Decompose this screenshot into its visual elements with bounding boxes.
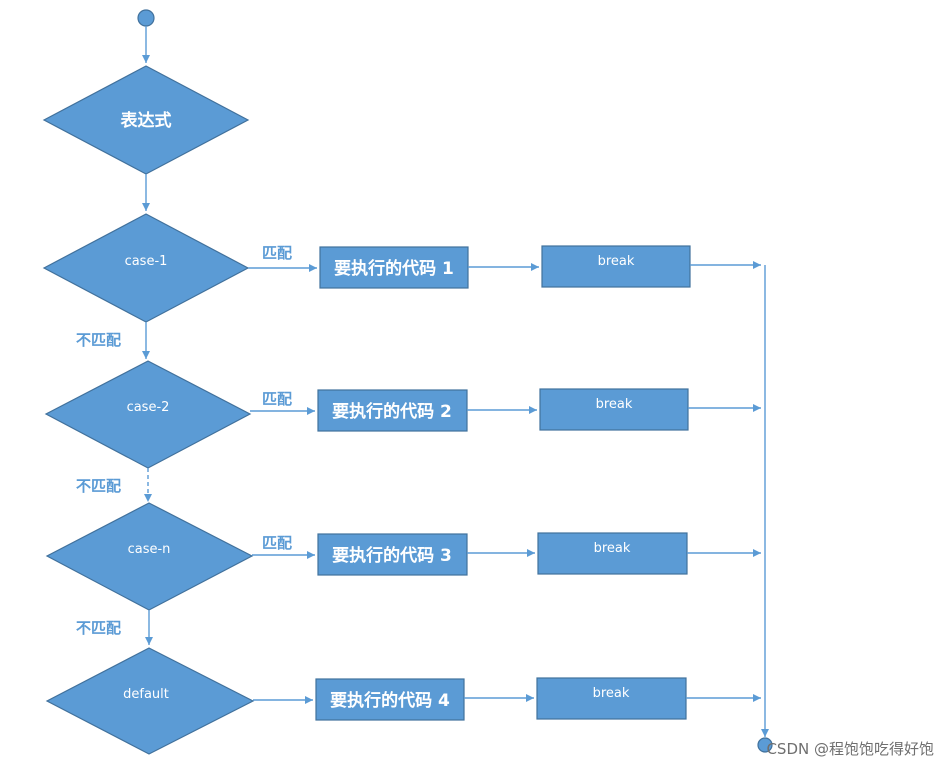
code-label-4: 要执行的代码 4 [330, 690, 450, 711]
default-diamond [45, 647, 255, 755]
match-label-3: 匹配 [262, 534, 292, 552]
break-box-3 [537, 532, 688, 575]
break-label-1: break [598, 254, 635, 269]
break-box-4 [536, 677, 687, 720]
code-box-1 [319, 246, 469, 289]
nomatch-label-2: 不匹配 [76, 477, 121, 495]
code-label-2: 要执行的代码 2 [332, 401, 452, 422]
code-label-3: 要执行的代码 3 [332, 545, 452, 566]
default-label: default [123, 687, 169, 702]
code-box-4 [315, 678, 465, 721]
expression-label: 表达式 [121, 110, 172, 131]
end-node [757, 737, 773, 753]
break-label-2: break [596, 397, 633, 412]
nomatch-label-3: 不匹配 [76, 619, 121, 637]
case-1-label: case-1 [125, 254, 168, 269]
code-box-3 [317, 533, 468, 576]
break-box-2 [539, 388, 689, 431]
match-label-1: 匹配 [262, 244, 292, 262]
case-2-label: case-2 [127, 400, 170, 415]
code-label-1: 要执行的代码 1 [334, 258, 454, 279]
csdn-watermark: CSDN @程饱饱吃得好饱 [766, 740, 934, 758]
match-label-2: 匹配 [262, 390, 292, 408]
case-n-label: case-n [128, 542, 171, 557]
nomatch-label-1: 不匹配 [76, 331, 121, 349]
start-node [137, 9, 155, 27]
code-box-2 [317, 389, 468, 432]
break-box-1 [541, 245, 691, 288]
break-label-4: break [593, 686, 630, 701]
break-label-3: break [594, 541, 631, 556]
